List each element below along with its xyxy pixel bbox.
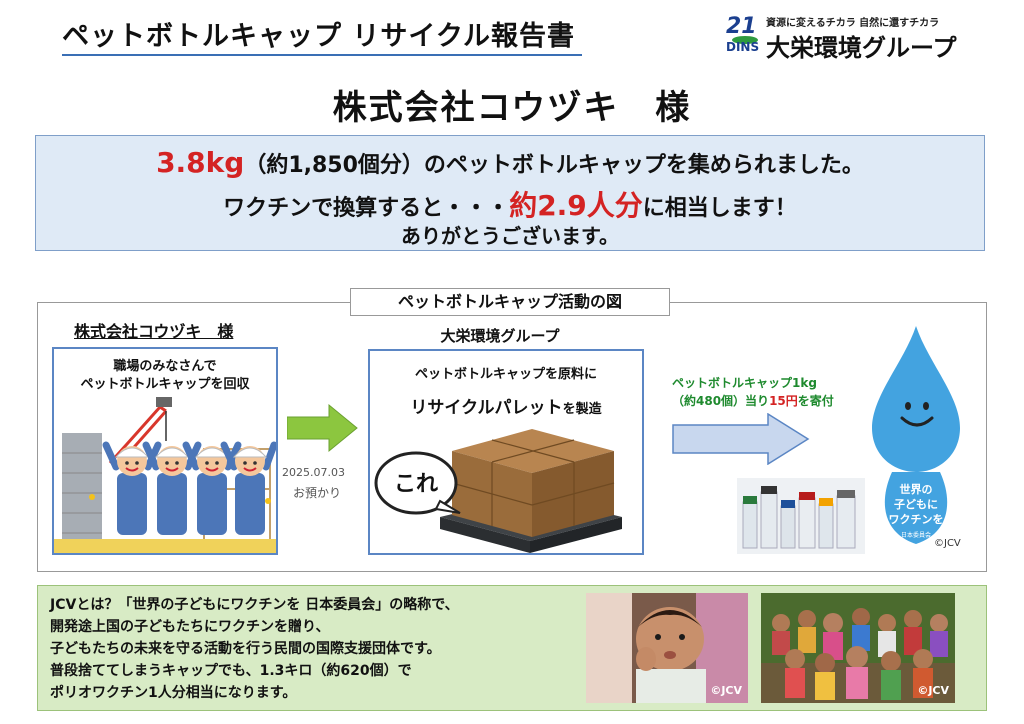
jcv-line-1: JCVとは？「世界の子どもにワクチンを 日本委員会」の略称で、 bbox=[50, 597, 459, 613]
donation-rate-line-1: ペットボトルキャップ1kg bbox=[672, 376, 817, 390]
weight-value: 3.8kg bbox=[156, 146, 245, 179]
diagram-copyright: ©JCV bbox=[934, 538, 961, 549]
pallet-illustration: これ bbox=[374, 429, 622, 553]
vaccine-vials-image bbox=[737, 478, 865, 554]
drop-line-2: 子どもに bbox=[894, 498, 938, 511]
logo-name: 大栄環境グループ bbox=[766, 34, 957, 62]
jcv-line-5: ポリオワクチン1人分相当になります。 bbox=[50, 685, 297, 701]
logo-leaf-icon bbox=[732, 36, 758, 44]
collection-panel: 職場のみなさんで ペットボトルキャップを回収 bbox=[52, 347, 278, 555]
collected-text: のペットボトルキャップを集められました。 bbox=[423, 153, 864, 178]
count-value: （約1,850個分） bbox=[244, 153, 424, 178]
summary-box: 3.8kg（約1,850個分）のペットボトルキャップを集められました。 ワクチン… bbox=[35, 135, 985, 251]
pallet-label: リサイクルパレット bbox=[410, 398, 563, 418]
baby-photo: ©JCV bbox=[586, 593, 748, 703]
process-line-2: リサイクルパレットを製造 bbox=[370, 393, 642, 418]
blue-arrow-icon bbox=[672, 413, 810, 465]
convert-text: ワクチンで換算すると・・・ bbox=[223, 196, 510, 221]
workers-illustration bbox=[54, 397, 276, 553]
bubble-text: これ bbox=[394, 472, 438, 497]
thanks-text: ありがとうございます。 bbox=[401, 224, 619, 248]
deposit-date: 2025.07.03 bbox=[282, 466, 345, 479]
baby-photo-illustration bbox=[586, 593, 748, 703]
drop-logo-subtitle: 日本委員会 bbox=[900, 532, 931, 539]
drop-line-1: 世界の bbox=[899, 483, 933, 496]
donation-rate-line-2: （約480個）当り15円を寄付 bbox=[672, 392, 834, 409]
title-underline bbox=[62, 54, 582, 56]
green-arrow-icon bbox=[287, 403, 358, 453]
diagram-title: ペットボトルキャップ活動の図 bbox=[350, 288, 670, 316]
deposit-label: お預かり bbox=[293, 486, 342, 500]
people-value: 約2.9人分 bbox=[509, 189, 643, 222]
jcv-line-2: 開発途上国の子どもたちにワクチンを贈り、 bbox=[50, 619, 330, 635]
photo1-credit: ©JCV bbox=[710, 684, 742, 697]
diagram-company-label: 株式会社コウヅキ 様 bbox=[74, 322, 234, 341]
logo-number: 21 bbox=[726, 14, 757, 39]
equivalent-text: に相当します！ bbox=[642, 196, 797, 221]
jcv-drop-logo bbox=[872, 326, 960, 544]
collect-line-2: ペットボトルキャップを回収 bbox=[80, 377, 250, 392]
children-photo-illustration bbox=[761, 593, 955, 703]
jcv-line-3: 子どもたちの未来を守る活動を行う民間の国際支援団体です。 bbox=[50, 641, 441, 657]
drop-line-3: ワクチンを bbox=[888, 513, 944, 526]
process-line-1: ペットボトルキャップを原料に bbox=[414, 367, 597, 382]
photo2-credit: ©JCV bbox=[917, 684, 949, 697]
collect-line-1: 職場のみなさんで bbox=[113, 359, 217, 374]
summary-line-equivalent: ワクチンで換算すると・・・約2.9人分に相当します！ bbox=[36, 184, 984, 224]
group-label: 大栄環境グループ bbox=[440, 327, 560, 345]
logo-letters: DINS bbox=[726, 40, 760, 54]
jcv-line-4: 普段捨ててしまうキャップでも、1.3キロ（約620個）で bbox=[50, 663, 412, 679]
company-logo: 21 DINS 資源に変えるチカラ 自然に還すチカラ 大栄環境グループ bbox=[726, 12, 996, 62]
summary-line-collected: 3.8kg（約1,850個分）のペットボトルキャップを集められました。 bbox=[36, 146, 984, 179]
donation-rate-prefix: （約480個）当り bbox=[672, 394, 770, 408]
recipient-name: 株式会社コウヅキ 様 bbox=[332, 88, 692, 128]
manufacture-label: を製造 bbox=[562, 402, 602, 417]
donation-rate-suffix: を寄付 bbox=[797, 394, 834, 408]
children-group-photo: ©JCV bbox=[761, 593, 955, 703]
page-title: ペットボトルキャップ リサイクル報告書 bbox=[62, 21, 576, 52]
recycling-panel: ペットボトルキャップを原料に リサイクルパレットを製造 これ bbox=[368, 349, 644, 555]
logo-slogan: 資源に変えるチカラ 自然に還すチカラ bbox=[766, 18, 940, 29]
donation-amount: 15円 bbox=[769, 394, 798, 408]
drop-logo-text: 世界の 子どもに ワクチンを bbox=[868, 482, 964, 527]
